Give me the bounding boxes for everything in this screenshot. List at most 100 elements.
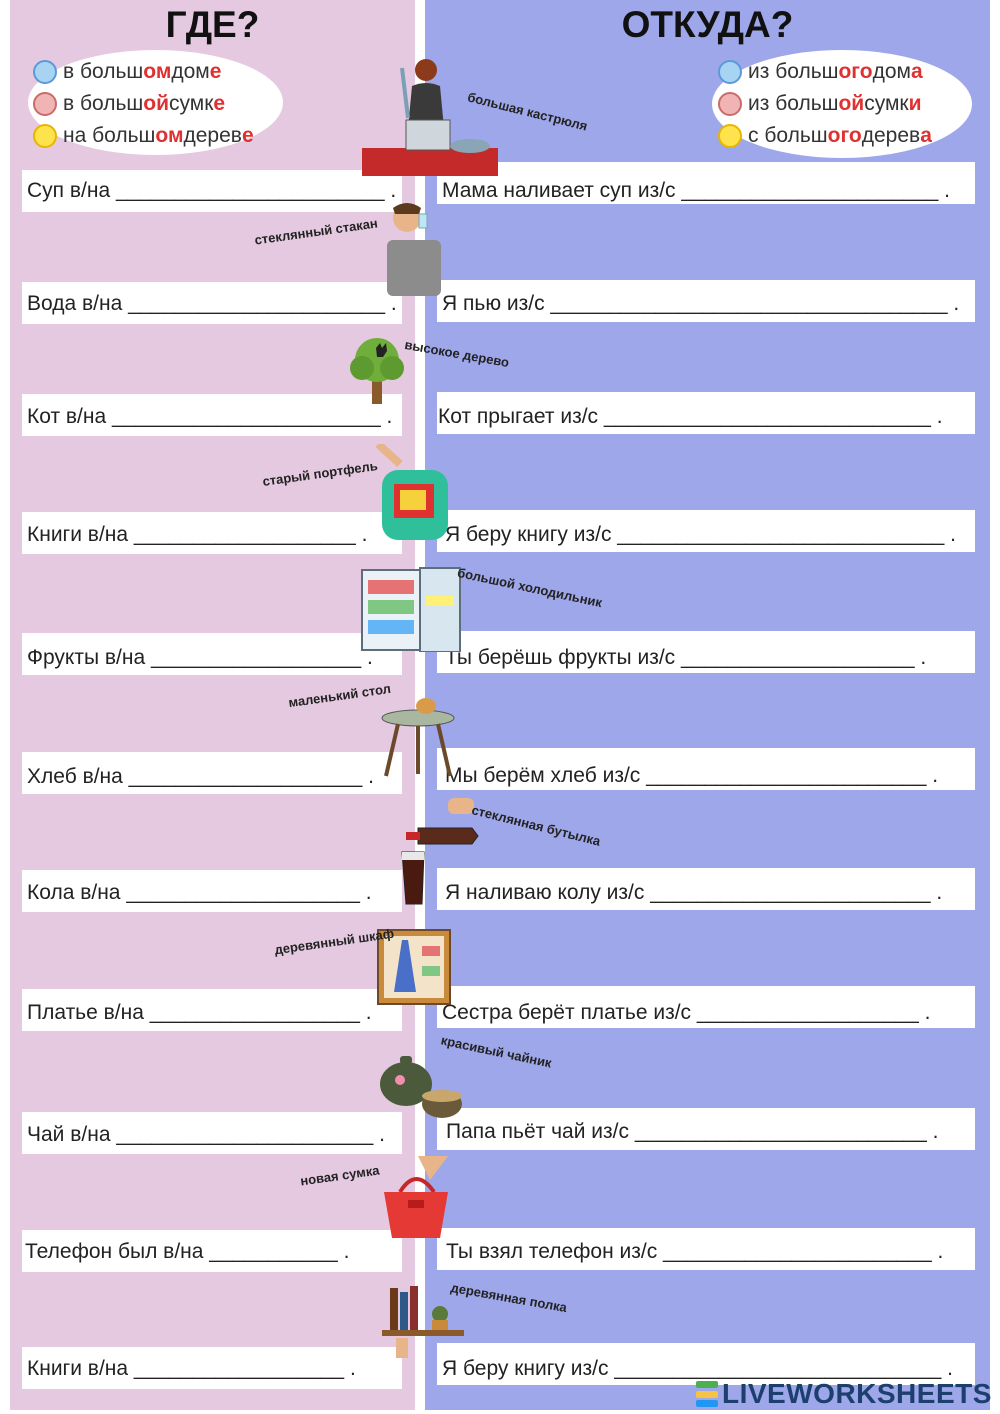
woman-cooking-pot-icon <box>362 59 498 176</box>
sentence-from-where[interactable]: Я пью из/с _____________________________… <box>442 292 960 315</box>
legend-ending: ого <box>827 124 862 147</box>
legend-text: в больш <box>63 92 144 115</box>
answer-strip-left <box>22 512 402 554</box>
legend-text: с больш <box>748 124 828 147</box>
handbag-icon <box>384 1156 448 1238</box>
cola-bottle-glass-icon <box>401 798 479 905</box>
heading-from-where: ОТКУДА? <box>621 4 794 45</box>
sentence-where[interactable]: Фрукты в/на __________________ . <box>27 646 373 669</box>
liveworksheets-brand: LIVEWORKSHEETS <box>696 1378 992 1410</box>
right-column-from-where <box>425 0 990 1410</box>
sentence-where[interactable]: Платье в/на __________________ . <box>27 1001 372 1024</box>
sentence-where[interactable]: Книги в/на __________________ . <box>27 1357 356 1380</box>
brand-text: LIVEWORKSHEETS <box>722 1378 992 1409</box>
answer-strip-left <box>22 870 402 912</box>
sentence-from-where[interactable]: Мы берём хлеб из/с _____________________… <box>445 764 939 787</box>
legend-text: сумк <box>864 92 909 115</box>
legend-ending: а <box>920 124 932 147</box>
answer-strip-right <box>437 1108 975 1150</box>
sun-icon <box>33 124 57 148</box>
sentence-from-where[interactable]: Я беру книгу из/с ______________________… <box>445 523 956 546</box>
tree-cat-icon <box>350 338 404 404</box>
answer-strip-left <box>22 1230 402 1272</box>
sentence-from-where[interactable]: Мама наливает суп из/с _________________… <box>442 179 950 202</box>
legend-text: сумк <box>169 92 214 115</box>
legend-text: дерев <box>861 124 921 147</box>
bookshelf-icon <box>382 1286 464 1358</box>
legend-text: в больш <box>63 60 144 83</box>
answer-strip-left <box>22 1112 402 1154</box>
answer-strip-left <box>22 1347 402 1389</box>
legend-ending: ой <box>143 92 170 115</box>
legend-ending: е <box>241 124 254 147</box>
sentence-where[interactable]: Телефон был в/на ___________ . <box>25 1240 350 1263</box>
man-drinking-glass-icon <box>387 203 441 296</box>
teapot-icon <box>380 1056 462 1118</box>
legend-text: из больш <box>748 92 839 115</box>
girl-face-icon <box>33 92 57 116</box>
answer-strip-left <box>22 633 402 675</box>
sentence-where[interactable]: Вода в/на ______________________ . <box>27 292 397 315</box>
backpack-icon <box>375 444 448 540</box>
legend-ending: и <box>908 92 922 115</box>
sentence-from-where[interactable]: Я беру книгу из/с ______________________… <box>442 1357 953 1380</box>
legend-bubble-left <box>28 50 283 155</box>
answer-strip-right <box>437 748 975 790</box>
sentence-where[interactable]: Кот в/на _______________________ . <box>27 405 393 428</box>
answer-strip-right <box>437 631 975 673</box>
sentence-from-where[interactable]: Сестра берёт платье из/с _______________… <box>442 1001 931 1024</box>
answer-strip-left <box>22 394 402 436</box>
heading-where: ГДЕ? <box>165 4 260 45</box>
answer-strip-right <box>437 986 975 1028</box>
legend-ending: ой <box>838 92 865 115</box>
sun-icon <box>718 124 742 148</box>
legend-ending: а <box>910 60 923 83</box>
boy-face-icon <box>33 60 57 84</box>
girl-face-icon <box>718 92 742 116</box>
legend-text: дом <box>872 60 911 83</box>
legend-text: дерев <box>183 124 242 147</box>
legend-ending: ом <box>143 60 172 83</box>
sentence-from-where[interactable]: Папа пьёт чай из/с _____________________… <box>446 1120 939 1143</box>
answer-strip-right <box>437 162 975 204</box>
answer-strip-right <box>437 510 975 552</box>
sentence-from-where[interactable]: Ты взял телефон из/с ___________________… <box>446 1240 944 1263</box>
sentence-where[interactable]: Суп в/на _______________________ . <box>27 179 397 202</box>
answer-strip-left <box>22 989 402 1031</box>
wardrobe-dress-icon <box>377 929 451 1005</box>
sentence-where[interactable]: Хлеб в/на ____________________ . <box>27 765 374 788</box>
answer-strip-right <box>437 1343 975 1385</box>
sentence-from-where[interactable]: Кот прыгает из/с _______________________… <box>438 405 943 428</box>
sentence-where[interactable]: Кола в/на ____________________ . <box>27 881 372 904</box>
legend-ending: ого <box>838 60 873 83</box>
legend-text: из больш <box>748 60 839 83</box>
table-bread-icon <box>381 698 455 777</box>
sentence-from-where[interactable]: Ты берёшь фрукты из/с __________________… <box>445 646 927 669</box>
sentence-where[interactable]: Книги в/на ___________________ . <box>27 523 368 546</box>
answer-strip-right <box>437 868 975 910</box>
legend-text: дом <box>171 60 210 83</box>
fridge-icon <box>361 567 461 652</box>
legend-bubble-right <box>712 50 972 158</box>
sentence-from-where[interactable]: Я наливаю колу из/с ____________________… <box>445 881 943 904</box>
sentence-where[interactable]: Чай в/на ______________________ . <box>27 1123 385 1146</box>
left-column-where <box>10 0 415 1410</box>
answer-strip-right <box>437 280 975 322</box>
answer-strip-left <box>22 282 402 324</box>
legend-ending: е <box>209 60 222 83</box>
answer-strip-right <box>437 1228 975 1270</box>
liveworksheets-logo-icon <box>696 1381 718 1407</box>
answer-strip-right <box>437 392 975 434</box>
answer-strip-left <box>22 170 402 212</box>
legend-ending: е <box>213 92 226 115</box>
answer-strip-left <box>22 752 402 794</box>
boy-face-icon <box>718 60 742 84</box>
